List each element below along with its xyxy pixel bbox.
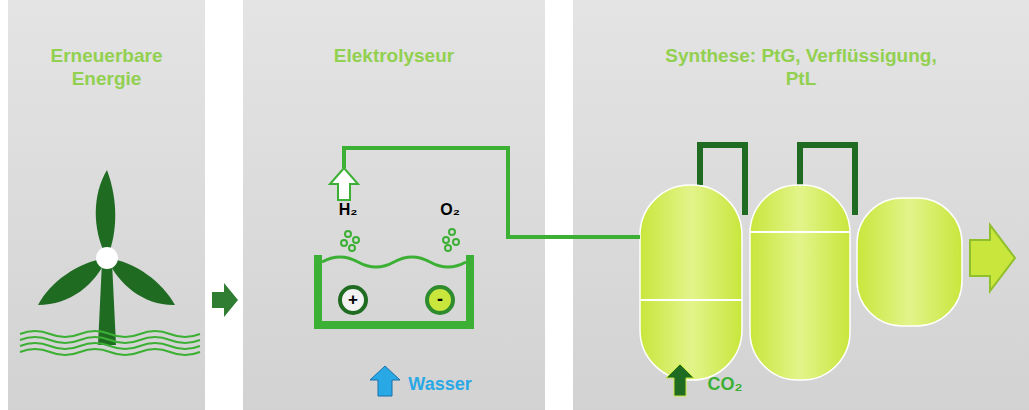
flow-connector	[344, 148, 640, 237]
synthesis-tanks	[640, 145, 1015, 380]
waves	[20, 331, 200, 355]
hydrogen-outflow-arrow	[330, 168, 358, 200]
panel-ground	[243, 0, 545, 410]
part-label: Wasser	[408, 374, 471, 395]
panel-heading: Erneuerbare Energie	[16, 44, 198, 90]
process-panel: Elektrolyseur	[243, 0, 545, 410]
gas-bubbles	[341, 229, 459, 251]
wind-turbine	[38, 170, 175, 345]
part-label: -	[437, 289, 443, 310]
water-inflow-arrow	[370, 366, 400, 396]
panel-ground	[8, 0, 205, 410]
part-label: H₂	[339, 201, 358, 219]
co2-inflow-arrow	[666, 364, 694, 396]
hydrogen-pipe	[344, 148, 640, 237]
flow-connector	[212, 283, 238, 317]
process-panel: Erneuerbare Energie	[8, 0, 205, 410]
panel-ground	[573, 0, 1029, 410]
panel-heading: Elektrolyseur	[248, 44, 540, 67]
part-label: O₂	[440, 201, 460, 219]
part-label: +	[348, 290, 358, 310]
part-label: CO₂	[708, 374, 743, 395]
process-panel: Synthese: PtG, Verflüssigung, PtL	[573, 0, 1029, 410]
electrolyser-tank	[318, 255, 470, 325]
panel-heading: Synthese: PtG, Verflüssigung, PtL	[645, 44, 957, 90]
flow-arrow	[212, 283, 238, 317]
